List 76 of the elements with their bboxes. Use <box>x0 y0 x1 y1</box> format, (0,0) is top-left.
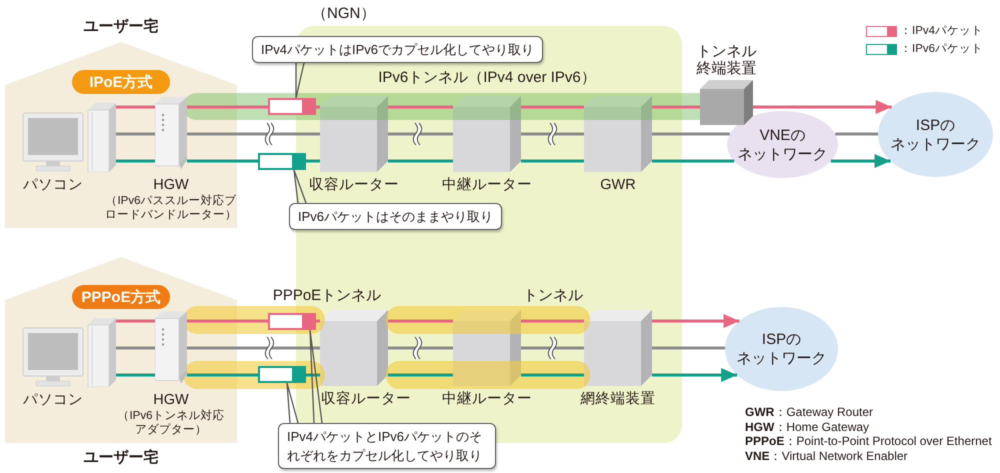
tunnel-label: IPv6トンネル（IPv4 over IPv6） <box>378 69 596 87</box>
packet-icon <box>258 153 306 170</box>
connection-line <box>835 132 878 136</box>
legend-text: ：IPv4パケット <box>900 24 984 38</box>
connection-line <box>306 160 320 162</box>
connection-line <box>521 106 584 108</box>
connection-line <box>116 320 155 322</box>
connection-line <box>187 346 320 350</box>
device-label: パソコン <box>23 391 83 409</box>
connection-line <box>388 132 453 136</box>
callout-pointer <box>293 169 307 204</box>
callout-pointer <box>309 329 323 424</box>
callout-pointer <box>286 382 299 424</box>
device-label: HGW <box>153 176 189 194</box>
legend-text: ：IPv6パケット <box>900 42 984 56</box>
connection-line <box>521 160 584 162</box>
connection-line <box>388 346 453 350</box>
callout-pointer <box>295 62 305 99</box>
tunnel-label: PPPoEトンネル <box>272 287 382 305</box>
house-label: ユーザー宅 <box>84 18 158 36</box>
connection-line <box>388 374 453 376</box>
connection-line <box>388 106 453 108</box>
tunnel-label: トンネル <box>523 287 583 305</box>
connection-line <box>388 160 453 162</box>
connection-line <box>652 132 730 136</box>
connection-line <box>116 160 155 162</box>
device-label: 中継ルーター <box>442 176 532 194</box>
connection-line <box>652 346 726 350</box>
arrow <box>753 100 892 114</box>
device-label: パソコン <box>23 176 83 194</box>
method-tag: PPPoE方式 <box>72 285 170 309</box>
connection-line <box>116 346 155 350</box>
connection-line <box>187 320 268 322</box>
arrow <box>652 368 738 382</box>
connection-line <box>187 106 268 108</box>
connection-line <box>187 374 258 376</box>
connection-line <box>388 320 453 322</box>
callout: IPv4パケットとIPv6パケットのそれぞれをカプセル化してやり取り <box>278 423 496 469</box>
callout: IPv4パケットはIPv6でカプセル化してやり取り <box>252 36 544 63</box>
connection-line <box>316 320 320 322</box>
house-label: ユーザー宅 <box>84 449 158 467</box>
network-label: VNEのネットワーク <box>736 126 828 164</box>
device-label: トンネル終端装置 <box>696 43 758 77</box>
connection-line <box>306 374 320 376</box>
region-label: （NGN） <box>312 5 376 23</box>
connection-line <box>521 374 584 376</box>
connection-line <box>116 132 155 136</box>
method-tag: IPoE方式 <box>72 70 170 94</box>
packet-icon <box>268 98 316 115</box>
abbreviation-note: GWR：Gateway Router <box>745 405 874 420</box>
packet-icon <box>268 313 316 330</box>
connection-line <box>652 106 700 108</box>
device-label: 収容ルーター <box>309 176 399 194</box>
abbreviation-note: VNE：Virtual Network Enabler <box>745 448 908 463</box>
device-note: （IPv6トンネル対応アダプター） <box>117 409 225 437</box>
device-label: HGW <box>153 391 189 409</box>
arrow <box>830 154 891 168</box>
connection-line <box>521 320 584 322</box>
abbreviation-note: HGW：Home Gateway <box>745 420 870 434</box>
device-label: 収容ルーター <box>321 390 411 408</box>
device-note: （IPv6パススルー対応ブロードバンドルーター） <box>104 194 238 222</box>
network-label: ISPのネットワーク <box>736 330 828 368</box>
connection-line <box>521 132 584 136</box>
packet-icon <box>258 366 306 383</box>
connection-line <box>116 106 155 108</box>
connection-line <box>187 160 258 162</box>
abbreviation-note: PPPoE：Point-to-Point Protocol over Ethernet <box>745 434 992 448</box>
connection-line <box>652 160 734 162</box>
connection-line <box>187 132 320 136</box>
device-label: GWR <box>600 176 636 194</box>
connection-line <box>316 106 320 108</box>
connection-line <box>116 374 155 376</box>
device-label: 網終端装置 <box>580 390 656 408</box>
connection-line <box>521 346 584 350</box>
device-label: 中継ルーター <box>442 390 532 408</box>
network-label: ISPのネットワーク <box>890 116 982 154</box>
